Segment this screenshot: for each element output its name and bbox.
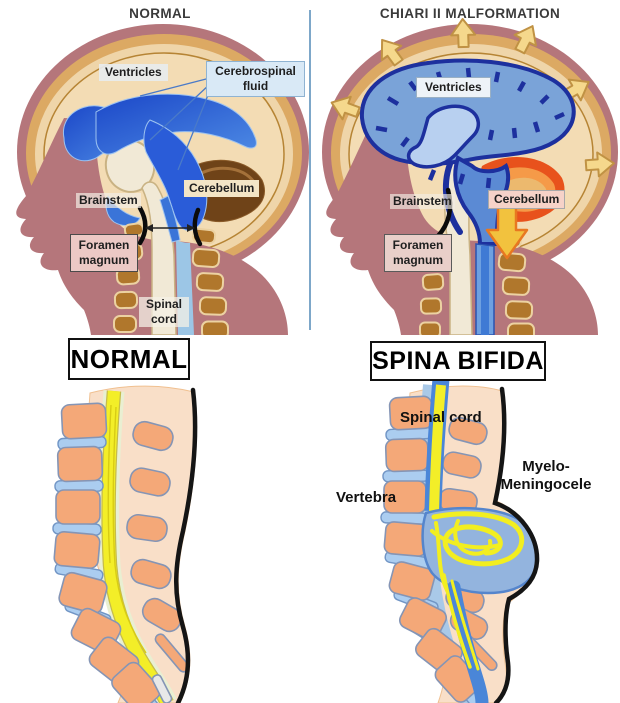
tethered-cord-lower — [447, 580, 489, 703]
vertebral-bodies — [383, 395, 482, 703]
foramen-magnum-marks — [137, 205, 203, 247]
cerebellum-label-chiari: Cerebellum — [488, 190, 566, 209]
ventricles-label-chiari: Ventricles — [416, 77, 491, 98]
brainstem-label: Brainstem — [76, 193, 141, 208]
csf-cord-strip — [475, 243, 495, 335]
vertebral-bodies — [53, 402, 161, 703]
normal-spine-title: NORMAL — [68, 338, 190, 380]
normal-head-panel — [16, 24, 309, 335]
foramen-magnum-label-chiari: Foramen magnum — [384, 234, 452, 272]
cerebellum-label: Cerebellum — [184, 180, 260, 197]
chiari-head-panel — [322, 18, 618, 335]
csf-label-connectors — [139, 77, 211, 171]
nerve-fibers-lower — [442, 573, 480, 671]
chiari-title: CHIARI II MALFORMATION — [379, 6, 561, 21]
spina-bifida-title: SPINA BIFIDA — [370, 341, 546, 381]
skin-line — [174, 387, 198, 703]
normal-head-title: NORMAL — [129, 6, 191, 21]
foramen-magnum-label: Foramen magnum — [70, 234, 138, 272]
myelomeningocele-label: Myelo-Meningocele — [500, 458, 592, 493]
vertebra-label: Vertebra — [336, 489, 397, 506]
brainstem-label-chiari: Brainstem — [390, 194, 455, 209]
ventricles-label: Ventricles — [99, 64, 168, 81]
normal-spine-panel — [52, 385, 198, 703]
panel-divider — [309, 10, 311, 330]
spinal-cord-label: Spinal cord — [139, 297, 189, 327]
csf-label: Cerebrospinal fluid — [206, 61, 305, 97]
face-silhouette — [326, 118, 598, 335]
bifida-spine-panel — [380, 375, 540, 703]
skin-line — [492, 386, 540, 703]
ventricle-pressure-ticks — [375, 67, 565, 189]
spinal-cord-label-bifida: Spinal cord — [400, 409, 482, 426]
